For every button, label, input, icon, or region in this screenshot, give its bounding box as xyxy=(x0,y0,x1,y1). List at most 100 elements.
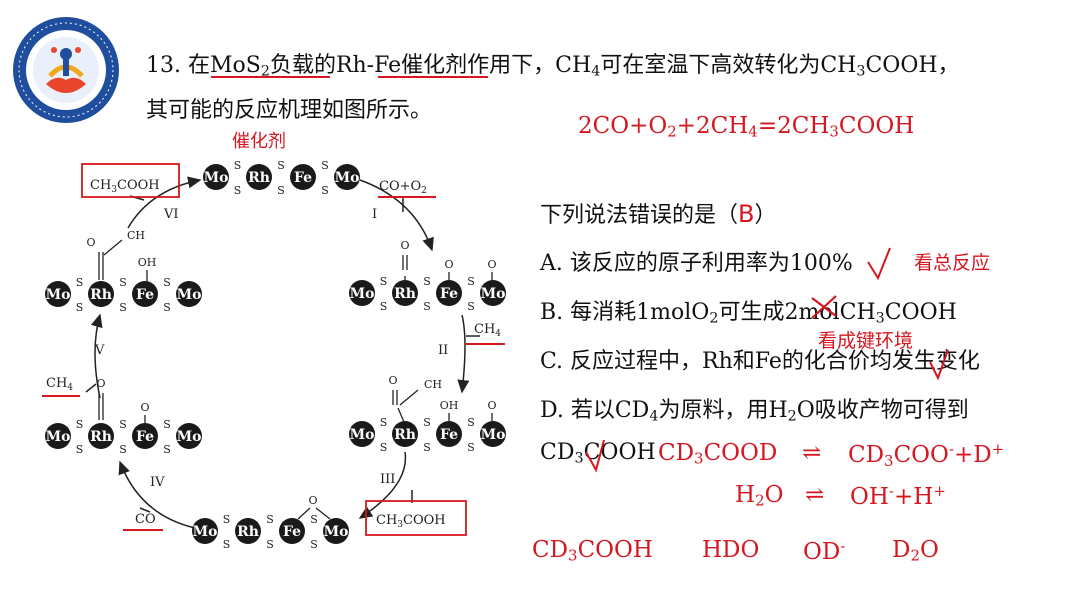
svg-text:Fe: Fe xyxy=(136,287,154,303)
oxygen-label: O xyxy=(96,377,105,390)
sulfur-label: S xyxy=(234,184,242,197)
top-fe-atom xyxy=(290,164,316,190)
svg-text:Fe: Fe xyxy=(283,524,301,540)
sulfur-label: S xyxy=(467,300,475,313)
sulfur-label: S xyxy=(467,416,475,429)
right-bottom-mo-atom xyxy=(349,421,375,447)
sulfur-label: S xyxy=(467,441,475,454)
left-top-fe-atom xyxy=(132,281,158,307)
sulfur-label: S xyxy=(423,300,431,313)
sulfur-label: S xyxy=(119,418,127,431)
question-prompt: 下列说法错误的是（B） xyxy=(540,200,777,228)
step-label-II: II xyxy=(438,343,448,358)
sulfur-label: S xyxy=(423,275,431,288)
left-top-mo-atom-2 xyxy=(176,281,202,307)
sulfur-label: S xyxy=(163,276,171,289)
school-logo xyxy=(13,17,119,123)
right-top-mo-atom-2 xyxy=(480,280,506,306)
oxygen-label: O xyxy=(444,258,453,271)
svg-text:Fe: Fe xyxy=(440,286,458,302)
sulfur-label: S xyxy=(277,159,285,172)
option-c: C. 反应过程中，Rh和Fe的化合价均发生变化 xyxy=(540,349,980,374)
svg-text:Mo: Mo xyxy=(335,170,360,186)
svg-text:Mo: Mo xyxy=(204,170,229,186)
reagent-ch3cooh-bottom: CH3COOH xyxy=(376,513,446,530)
option-b: B. 每消耗1molO2可生成2molCH3COOH xyxy=(540,300,957,327)
left-bottom-fe-atom xyxy=(132,423,158,449)
note-b: 看成键环境 xyxy=(818,330,914,352)
reagent-ch4-left: CH4 xyxy=(46,376,73,393)
equilibrium-1-right: CD3COO-+D+ xyxy=(848,440,1005,470)
left-bottom-mo-atom xyxy=(45,423,71,449)
equilibrium-2-right: OH-+H+ xyxy=(850,482,946,511)
sulfur-label: S xyxy=(423,416,431,429)
product-od: OD- xyxy=(803,537,846,566)
reagent-ch3cooh-top: CH3COOH xyxy=(90,178,160,195)
sulfur-label: S xyxy=(266,513,274,526)
sulfur-label: S xyxy=(310,513,318,526)
sulfur-label: S xyxy=(76,276,84,289)
oxygen-label: O xyxy=(487,399,496,412)
reagent-co-o2: CO+O2 xyxy=(379,179,427,196)
sulfur-label: S xyxy=(163,301,171,314)
oxygen-label: O xyxy=(140,401,149,414)
option-d: D. 若以CD4为原料，用H2O吸收产物可得到 xyxy=(540,398,969,425)
svg-text:Fe: Fe xyxy=(440,427,458,443)
sulfur-label: S xyxy=(380,441,388,454)
svg-text:Mo: Mo xyxy=(193,524,218,540)
bottom-fe-atom xyxy=(279,518,305,544)
note-a: 看总反应 xyxy=(914,252,991,274)
reagent-co-bottom: CO xyxy=(135,512,156,527)
svg-text:Mo: Mo xyxy=(350,427,375,443)
svg-text:Mo: Mo xyxy=(177,287,202,303)
svg-text:Fe: Fe xyxy=(136,429,154,445)
option-d-line-2: CD3COOH xyxy=(540,440,656,467)
hydroxyl-label: OH xyxy=(440,399,459,412)
oxygen-label: O xyxy=(388,374,397,387)
equilibrium-1-arrow: ⇌ xyxy=(802,440,822,466)
svg-text:Mo: Mo xyxy=(46,287,71,303)
left-bottom-mo-atom-2 xyxy=(176,423,202,449)
sulfur-label: S xyxy=(423,441,431,454)
bottom-mo-atom-2 xyxy=(323,518,349,544)
sulfur-label: S xyxy=(266,538,274,551)
right-bottom-fe-atom xyxy=(436,421,462,447)
equilibrium-2-arrow: ⇌ xyxy=(805,482,825,508)
svg-text:Rh: Rh xyxy=(394,427,416,443)
top-mo-atom-2 xyxy=(334,164,360,190)
product-cd3cooh: CD3COOH xyxy=(532,537,653,565)
sulfur-label: S xyxy=(467,275,475,288)
right-bottom-mo-atom-2 xyxy=(480,421,506,447)
left-bottom-rh-atom xyxy=(88,423,114,449)
sulfur-label: S xyxy=(163,418,171,431)
sulfur-label: S xyxy=(223,538,231,551)
equilibrium-2-left: H2O xyxy=(735,482,784,510)
sulfur-label: S xyxy=(310,538,318,551)
overall-equation-annotation: 2CO+O2+2CH4=2CH3COOH xyxy=(578,113,915,141)
question-line-1: 13. 在MoS2负载的Rh-Fe催化剂作用下，CH4可在室温下高效转化为CH3… xyxy=(146,53,960,80)
product-d2o: D2O xyxy=(892,537,939,565)
svg-text:Mo: Mo xyxy=(350,286,375,302)
bottom-mo-atom xyxy=(192,518,218,544)
sulfur-label: S xyxy=(76,443,84,456)
svg-text:Rh: Rh xyxy=(90,429,112,445)
sulfur-label: S xyxy=(234,159,242,172)
oxygen-label: O xyxy=(308,494,317,507)
sulfur-label: S xyxy=(119,443,127,456)
svg-text:Rh: Rh xyxy=(237,524,259,540)
step-label-IV: IV xyxy=(150,475,165,490)
methyl-label: CH xyxy=(127,229,145,242)
answer-mark: B xyxy=(738,200,755,228)
right-top-fe-atom xyxy=(436,280,462,306)
sulfur-label: S xyxy=(163,443,171,456)
step-label-I: I xyxy=(372,207,377,222)
sulfur-label: S xyxy=(380,300,388,313)
sulfur-label: S xyxy=(380,416,388,429)
oxygen-label: O xyxy=(487,258,496,271)
sulfur-label: S xyxy=(76,301,84,314)
svg-text:Rh: Rh xyxy=(90,287,112,303)
option-a: A. 该反应的原子利用率为100% xyxy=(540,251,853,276)
svg-text:Mo: Mo xyxy=(481,427,506,443)
right-bottom-rh-atom xyxy=(392,421,418,447)
right-top-mo-atom xyxy=(349,280,375,306)
